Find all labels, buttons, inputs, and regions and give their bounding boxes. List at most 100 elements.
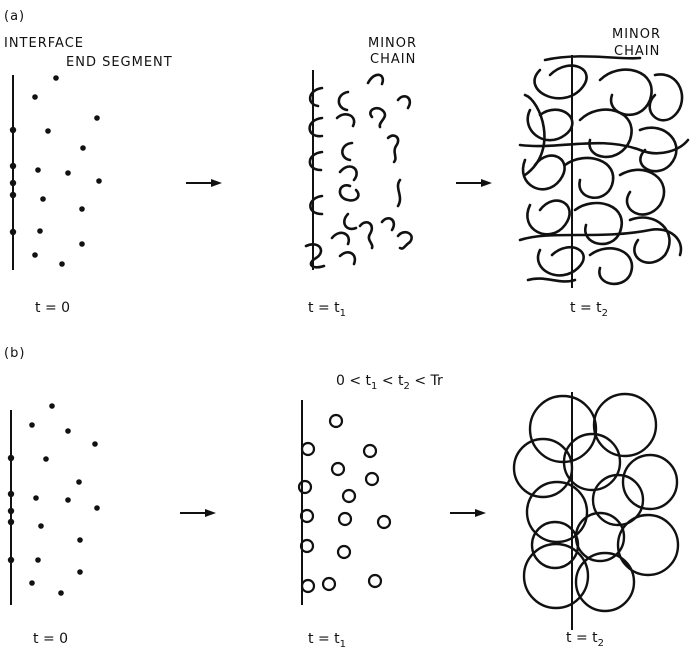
panel-a: (a) INTERFACE END SEGMENT MINOR CHAIN MI… [4, 9, 688, 319]
end-segment-dot [10, 229, 16, 235]
end-segment-dot [59, 261, 65, 267]
arrow-a1-head [211, 179, 222, 187]
end-segment-dot [43, 456, 49, 462]
end-segment-dot [58, 590, 64, 596]
panel-b-marker: (b) [4, 346, 25, 361]
end-segment-dot [29, 422, 35, 428]
time-label-b-t1: t = t1 [308, 631, 346, 650]
entangled-chain [575, 203, 622, 244]
minor-chain [340, 167, 357, 180]
entangled-chain [630, 218, 670, 263]
minor-chain-label-1-line1: MINOR [368, 36, 417, 51]
coil-ring [332, 463, 344, 475]
entangled-chain [527, 201, 569, 235]
end-segment-dot [79, 206, 85, 212]
end-segment-dot [92, 441, 98, 447]
panel-b: (b) 0 < t1 < t2 < Tr [4, 346, 678, 650]
end-segment-dot [40, 196, 46, 202]
end-segment-dot [76, 479, 82, 485]
minor-chain [370, 108, 385, 127]
end-segment-dot [10, 127, 16, 133]
minor-chain [340, 185, 358, 200]
end-segment-dot [94, 505, 100, 511]
minor-chain [398, 180, 400, 206]
expanded-coil [514, 439, 572, 497]
end-segment-dot [94, 115, 100, 121]
end-segment-dot [35, 167, 41, 173]
coil-ring [323, 578, 335, 590]
entangled-chain [590, 248, 632, 284]
end-segment-dot [53, 75, 59, 81]
expanded-coil [594, 394, 656, 456]
end-segment-dot [37, 228, 43, 234]
minor-chain [306, 244, 324, 267]
end-segment-dot [35, 557, 41, 563]
end-segment-dot [33, 495, 39, 501]
minor-chain-label-2-line1: MINOR [612, 27, 661, 42]
coil-ring [302, 443, 314, 455]
minor-chain [342, 143, 352, 160]
end-segment-dot [32, 94, 38, 100]
end-segment-dot [77, 537, 83, 543]
minor-chain [310, 88, 322, 106]
stage-b2-coils [299, 400, 390, 605]
coil-ring [364, 445, 376, 457]
end-segment-dot [45, 128, 51, 134]
entangled-chain [620, 170, 664, 215]
end-segment-dot [79, 241, 85, 247]
coil-ring [330, 415, 342, 427]
minor-chain [332, 233, 349, 244]
end-segment-dot [10, 192, 16, 198]
minor-chain [310, 118, 322, 136]
panel-a-marker: (a) [4, 9, 25, 24]
entangled-chain [535, 66, 587, 99]
end-segment-dot [96, 178, 102, 184]
entangled-chain [580, 110, 632, 157]
end-segment-label: END SEGMENT [66, 55, 173, 70]
end-segment-dot [80, 145, 86, 151]
minor-chain [388, 136, 398, 162]
expanded-coil [618, 515, 678, 575]
coil-ring [338, 546, 350, 558]
coil-ring [302, 580, 314, 592]
end-segment-dot [77, 569, 83, 575]
end-segment-dot [8, 557, 14, 563]
expanded-coil [524, 544, 588, 608]
minor-chain [339, 92, 348, 110]
stage-a2-minor-chains [306, 70, 412, 270]
stage-b3-expanded-coils [514, 392, 678, 630]
minor-chain-label-1-line2: CHAIN [370, 52, 416, 67]
entangled-chain [538, 247, 584, 275]
end-segment-dot [65, 497, 71, 503]
entangled-chain [600, 70, 652, 115]
stage-a1-end-segments [10, 75, 102, 270]
expanded-coil [576, 553, 634, 611]
coil-ring [366, 473, 378, 485]
minor-chain [310, 152, 322, 170]
expanded-coil [623, 455, 677, 509]
coil-ring [378, 516, 390, 528]
end-segment-dot [8, 519, 14, 525]
time-label-a-t2: t = t2 [570, 300, 608, 319]
time-label-b-t2: t = t2 [566, 630, 604, 649]
end-segment-dot [29, 580, 35, 586]
minor-chain [344, 214, 356, 229]
end-segment-dot [8, 508, 14, 514]
entangled-chain [528, 279, 575, 282]
end-segment-dot [10, 163, 16, 169]
stage-b1-end-segments [8, 403, 100, 605]
arrow-b2-head [475, 509, 486, 517]
coil-ring [339, 513, 351, 525]
minor-chain [337, 114, 354, 126]
minor-chain [398, 232, 412, 248]
end-segment-dot [10, 180, 16, 186]
stage-a3-entangled-chains [520, 55, 688, 288]
time-label-b-t0: t = 0 [33, 631, 68, 647]
interface-label: INTERFACE [4, 36, 84, 51]
end-segment-dot [65, 170, 71, 176]
time-label-a-t0: t = 0 [35, 300, 70, 316]
minor-chain [368, 75, 383, 84]
time-condition: 0 < t1 < t2 < Tr [336, 373, 443, 392]
minor-chain [360, 222, 372, 248]
